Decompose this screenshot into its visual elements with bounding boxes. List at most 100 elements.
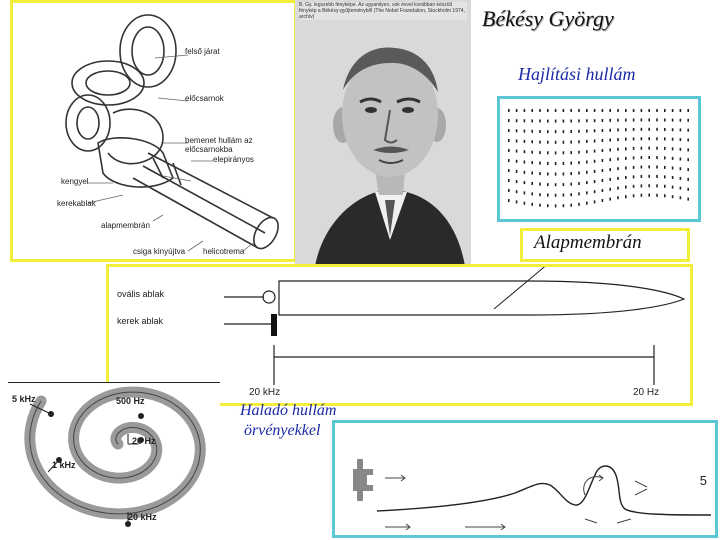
bending-dot xyxy=(562,130,565,134)
bending-dot xyxy=(570,161,572,165)
bending-dot xyxy=(625,185,627,189)
bending-dot xyxy=(664,184,666,188)
bending-dot xyxy=(570,151,572,155)
bending-dot xyxy=(570,119,572,123)
bending-dot xyxy=(679,128,682,132)
bending-dot xyxy=(515,109,518,112)
bending-dot xyxy=(609,118,611,122)
bending-dot xyxy=(609,158,611,162)
bending-dot xyxy=(586,109,588,112)
bending-dot xyxy=(539,140,541,144)
portrait-image xyxy=(295,0,471,266)
bending-dot xyxy=(609,177,611,181)
bending-dot xyxy=(554,119,557,123)
bending-dot xyxy=(570,203,572,207)
bending-dot xyxy=(593,109,596,112)
bending-dot xyxy=(656,165,658,169)
bending-dot xyxy=(601,109,604,112)
bending-dot xyxy=(523,160,526,164)
bending-dot xyxy=(508,159,510,162)
bending-dot xyxy=(547,204,549,208)
bending-dot xyxy=(562,204,565,208)
label-elepiranys: elepirányos xyxy=(213,155,254,164)
alapmembran-box xyxy=(520,228,690,262)
bending-dot xyxy=(554,151,557,155)
bending-dot xyxy=(632,184,635,188)
bending-dot xyxy=(554,130,557,134)
bending-dot xyxy=(671,137,674,141)
bending-dot xyxy=(531,119,533,123)
bending-dot xyxy=(687,128,689,132)
bending-dot xyxy=(593,139,596,143)
bending-dot xyxy=(539,161,541,165)
alapmembran-label: Alapmembrán xyxy=(534,232,642,253)
bending-dot xyxy=(609,168,611,172)
bending-dot xyxy=(539,203,541,207)
bending-dot xyxy=(515,139,518,143)
bending-dot xyxy=(632,156,635,160)
slide-title: Békésy György xyxy=(482,6,614,31)
bending-dot xyxy=(625,147,627,151)
bending-dot xyxy=(515,180,518,184)
bending-dot xyxy=(679,167,682,171)
label-20-hz-spiral: 20 Hz xyxy=(132,436,156,446)
bending-dot xyxy=(515,159,518,163)
bending-dot xyxy=(664,194,666,198)
bending-dot xyxy=(586,150,588,154)
bending-dot xyxy=(656,156,658,160)
bending-dot xyxy=(679,176,682,180)
bending-dot xyxy=(601,119,604,122)
bending-dot xyxy=(593,200,596,204)
bending-dot xyxy=(578,202,580,206)
bending-dot xyxy=(625,128,627,132)
bending-dot xyxy=(508,139,510,142)
bending-dot xyxy=(625,176,627,179)
bending-dot xyxy=(539,193,541,197)
bending-dot xyxy=(617,196,619,200)
bending-dot xyxy=(523,129,526,133)
bending-dot xyxy=(640,109,643,112)
bending-dot xyxy=(671,128,674,132)
bending-dot xyxy=(656,184,658,188)
bending-dot xyxy=(625,195,627,199)
bending-dot xyxy=(601,179,604,182)
bending-dot xyxy=(593,169,596,173)
bending-dot xyxy=(578,161,580,165)
bending-dot xyxy=(578,171,580,175)
bending-dot xyxy=(570,140,572,144)
bending-dot xyxy=(570,193,572,197)
bending-dot xyxy=(508,109,510,112)
bending-dot xyxy=(664,137,666,141)
bending-dot xyxy=(617,157,619,161)
bending-dot xyxy=(523,170,526,174)
bending-dot xyxy=(601,129,604,132)
bending-dot xyxy=(586,160,588,164)
spiral-panel: 5 kHz 500 Hz 20 Hz 1 kHz 20 kHz xyxy=(8,382,220,540)
bending-dot xyxy=(679,118,682,122)
bending-dot xyxy=(687,118,689,122)
bending-dot xyxy=(601,149,604,152)
spiral-cochlea-diagram xyxy=(8,382,220,527)
bending-dot xyxy=(617,167,619,171)
bending-dot xyxy=(539,182,541,186)
bending-dot xyxy=(609,128,611,132)
bending-dot xyxy=(547,140,549,144)
bending-dot xyxy=(687,158,689,162)
cochlea-diagram-panel: felső járat előcsarnok bemenet hullám az… xyxy=(10,0,297,262)
bending-dot xyxy=(515,129,518,133)
label-alapmembran: alapmembrán xyxy=(101,221,150,230)
bending-dot xyxy=(617,147,619,151)
bending-dot xyxy=(648,109,650,112)
bending-dot xyxy=(554,140,557,144)
bending-dot xyxy=(687,168,689,172)
bending-dot xyxy=(508,199,510,202)
bending-dot xyxy=(656,127,658,131)
bending-dot xyxy=(593,190,596,194)
bending-dot xyxy=(554,109,557,112)
bending-dot xyxy=(664,118,666,122)
bending-dot xyxy=(547,130,549,134)
bending-dot xyxy=(601,199,604,202)
bending-dot xyxy=(539,109,541,112)
bending-dot xyxy=(515,190,518,194)
bending-dot xyxy=(625,118,627,122)
